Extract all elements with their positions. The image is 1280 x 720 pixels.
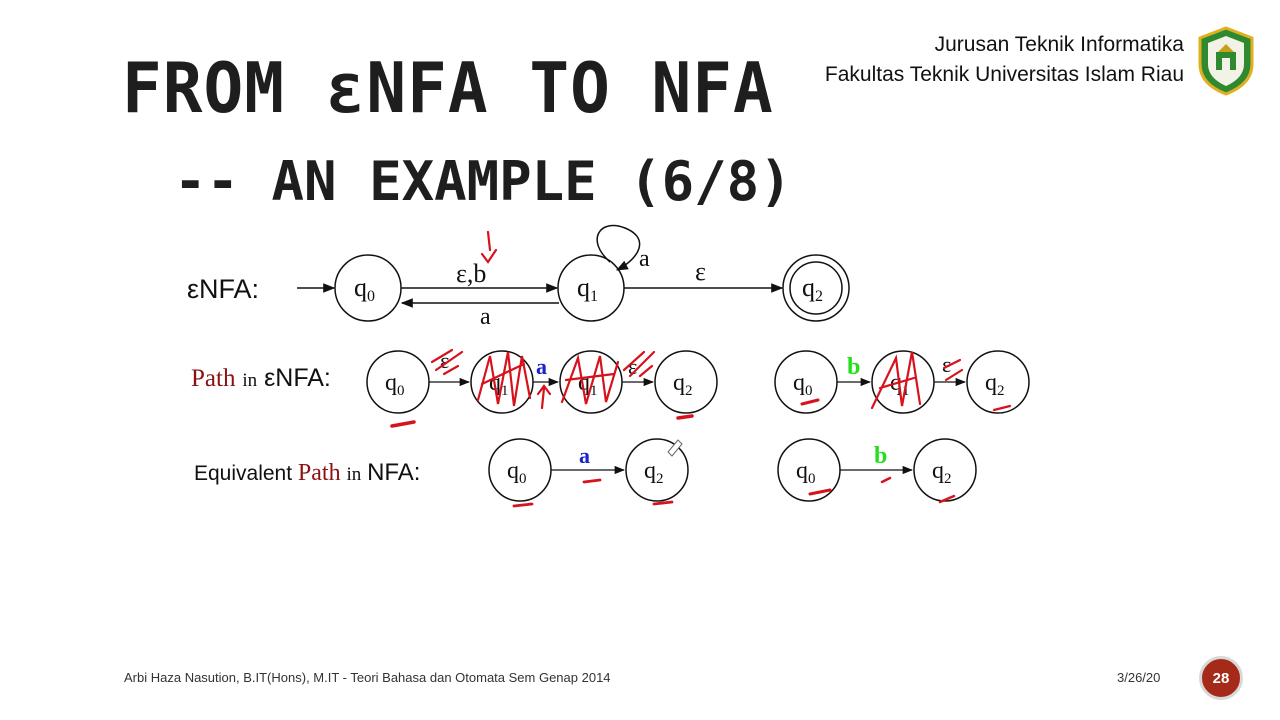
path1-edge-label-1: ε [440,348,449,373]
annotation-underline [676,414,694,420]
annotation-scribble [622,350,656,378]
annotation-underline [652,500,674,506]
state-label: q0 [793,370,813,399]
annotation-scribble [942,358,964,382]
state-label: q1 [577,273,598,305]
annotation-underline [800,398,820,406]
annotation-up-arrow [536,384,552,410]
state-label: q2 [673,370,693,399]
state-label: q0 [385,370,405,399]
path2-state-q2 [966,350,1030,414]
equiv1-edge-label: a [579,443,590,468]
equiv-row-label: Equivalent Path in NFA: [194,459,420,486]
state-label: q2 [985,370,1005,399]
annotation-underline [390,420,416,428]
annotation-scribble [476,351,532,407]
edge-label-q1-q2: ε [695,257,706,286]
equiv2-state-q2 [913,438,977,502]
equiv1-state-q0 [488,438,552,502]
annotation-underline [880,476,892,484]
path1-edge-label-2: a [536,354,547,379]
annotation-underline [582,478,602,484]
self-loop-q1 [596,224,641,271]
state-label: q0 [796,458,816,487]
annotation-check-mark [480,230,498,264]
slide-title: FROM εNFA TO NFA [122,48,774,129]
enfa-label: εNFA: [187,274,259,304]
footer-date: 3/26/20 [1117,670,1161,685]
edge-label-q1-q0: a [480,304,491,330]
annotation-underline [938,494,956,504]
path2-edge-label-2: ε [942,352,951,377]
path-row-label: Path in εNFA: [191,364,331,392]
path1-state-q0 [366,350,430,414]
pen-cursor-icon [667,439,683,457]
footer-author: Arbi Haza Nasution, B.IT(Hons), M.IT - T… [124,670,611,685]
self-loop-label: a [639,246,650,272]
state-label: q2 [644,458,664,487]
annotation-scribble [870,351,922,410]
handwritten-annotations [390,230,1012,508]
accept-ring [789,261,843,315]
equiv2-edge-label: b [874,443,887,469]
path2-edge-label-1: b [847,354,860,380]
annotation-scribble [560,353,620,405]
state-label: q0 [507,458,527,487]
university-logo [1198,26,1254,96]
equiv2-state-q0 [777,438,841,502]
slide-subtitle: -- AN EXAMPLE (6/8) [174,150,792,213]
edge-label-q0-q1: ε,b [456,259,486,288]
department-name: Jurusan Teknik Informatika [934,33,1184,56]
page-number-badge: 28 [1199,656,1243,700]
annotation-underline [808,488,832,496]
path1-state-q2 [654,350,718,414]
state-label: q2 [802,273,823,305]
state-label: q0 [354,273,375,305]
faculty-name: Fakultas Teknik Universitas Islam Riau [824,63,1184,86]
annotation-underline [992,404,1012,412]
path1-edge-label-3: ε [628,354,637,379]
annotation-underline [512,502,534,508]
annotation-scribble [430,348,464,376]
state-label: q2 [932,458,952,487]
